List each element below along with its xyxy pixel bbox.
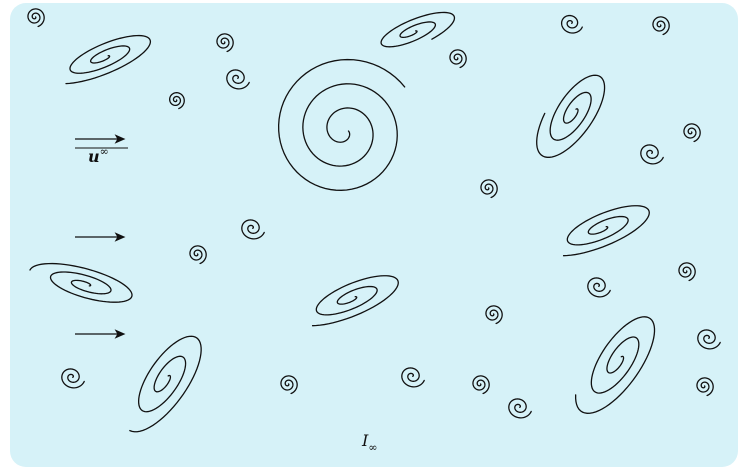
- velocity-symbol: u: [88, 147, 100, 166]
- domain-subscript: ∞: [368, 441, 377, 454]
- velocity-superscript: ∞: [100, 145, 109, 158]
